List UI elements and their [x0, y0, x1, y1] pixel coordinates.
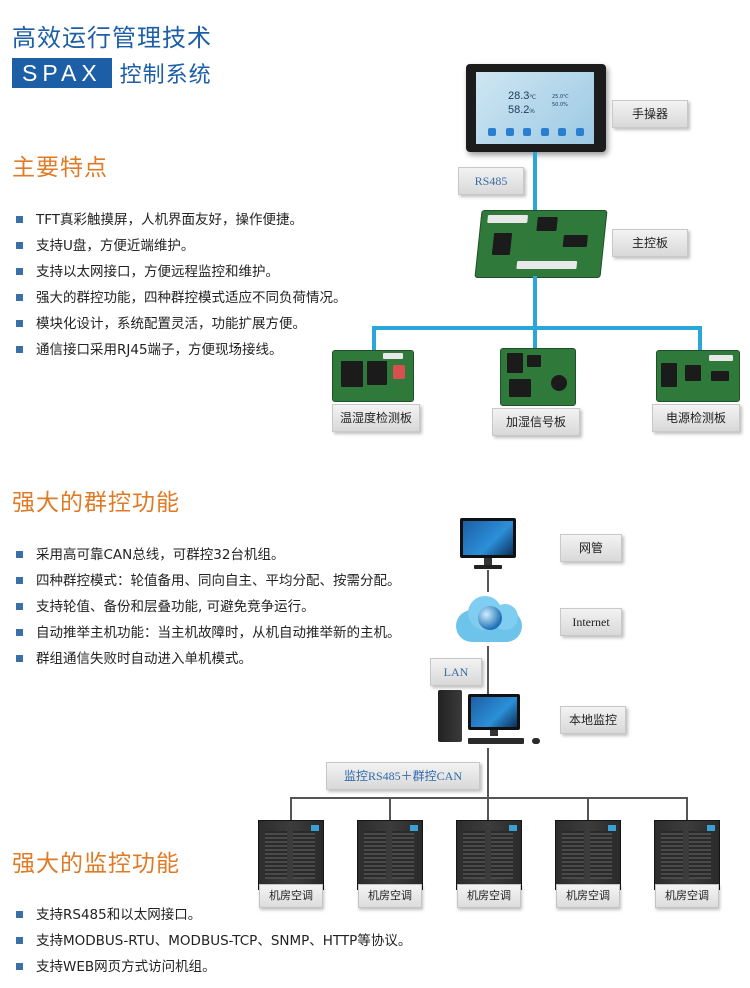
ac-unit-icon [357, 820, 423, 890]
product-subtitle: 控制系统 [119, 63, 212, 88]
group-control-list: 采用高可靠CAN总线，可群控32台机组。 四种群控模式：轮值备用、同向自主、平均… [12, 545, 401, 675]
list-item: 自动推举主机功能：当主机故障时，从机自动推举新的主机。 [12, 623, 401, 649]
hmi-app-icon [575, 128, 584, 136]
list-item: 支持以太网接口，方便远程监控和维护。 [12, 262, 347, 288]
hmi-app-icon [558, 128, 567, 136]
hmi-icon-row [488, 128, 584, 136]
ac-unit-icon [258, 820, 324, 890]
bullet-square-icon [16, 268, 23, 275]
list-item: 支持RS485和以太网接口。 [12, 905, 411, 931]
bus-line [533, 276, 537, 328]
hmi-app-icon [488, 128, 496, 136]
list-item: 支持MODBUS-RTU、MODBUS-TCP、SNMP、HTTP等协议。 [12, 931, 411, 957]
internet-label: Internet [560, 608, 622, 636]
hmi-label: 手操器 [612, 100, 688, 128]
bullet-square-icon [16, 294, 23, 301]
link-line [487, 748, 489, 798]
product-title: SPAX 控制系统 [12, 58, 212, 88]
sub-board-label: 电源检测板 [652, 404, 740, 432]
link-line [587, 797, 589, 821]
spax-badge: SPAX [12, 58, 112, 88]
ac-unit-label: 机房空调 [655, 884, 719, 908]
bullet-square-icon [16, 603, 23, 610]
trunk-line [290, 797, 688, 799]
bus-line [533, 152, 537, 212]
ac-unit-icon [654, 820, 720, 890]
main-board [474, 210, 608, 278]
list-item: 模块化设计，系统配置灵活，功能扩展方便。 [12, 314, 347, 340]
bullet-square-icon [16, 937, 23, 944]
ac-unit-label: 机房空调 [259, 884, 323, 908]
bullet-square-icon [16, 551, 23, 558]
hmi-app-icon [540, 128, 549, 136]
list-item: 四种群控模式：轮值备用、同向自主、平均分配、按需分配。 [12, 571, 401, 597]
main-board-label: 主控板 [612, 229, 688, 257]
section-title-features: 主要特点 [12, 155, 108, 181]
link-line [487, 646, 489, 694]
hmi-setpoint-temp: 25.0℃ [552, 94, 569, 100]
temp-humidity-board [332, 350, 414, 402]
monitoring-list: 支持RS485和以太网接口。 支持MODBUS-RTU、MODBUS-TCP、S… [12, 905, 411, 983]
list-item: 通信接口采用RJ45端子，方便现场接线。 [12, 340, 347, 366]
ac-unit-label: 机房空调 [457, 884, 521, 908]
page-title: 高效运行管理技术 [12, 24, 212, 52]
sub-board-label: 温湿度检测板 [332, 404, 420, 432]
ac-unit-label: 机房空调 [556, 884, 620, 908]
list-item: 支持轮值、备份和层叠功能, 可避免竞争运行。 [12, 597, 401, 623]
bus-line [372, 326, 376, 352]
hmi-app-icon [523, 128, 532, 136]
ac-unit-icon [555, 820, 621, 890]
link-line [487, 797, 489, 821]
list-item: 采用高可靠CAN总线，可群控32台机组。 [12, 545, 401, 571]
bus-label: 监控RS485＋群控CAN [326, 762, 480, 790]
hmi-device: 28.3℃ 58.2% 25.0℃ 50.0% [466, 64, 606, 152]
local-monitor-label: 本地监控 [560, 706, 626, 734]
bus-line [698, 326, 702, 352]
rs485-label: RS485 [458, 167, 524, 195]
ac-unit-icon [456, 820, 522, 890]
hmi-app-icon [505, 128, 514, 136]
link-line [487, 570, 489, 592]
list-item: 支持U盘，方便近端维护。 [12, 236, 347, 262]
bullet-square-icon [16, 577, 23, 584]
list-item: 强大的群控功能，四种群控模式适应不同负荷情况。 [12, 288, 347, 314]
bullet-square-icon [16, 320, 23, 327]
internet-cloud-icon [448, 590, 530, 646]
hmi-setpoint-humidity: 50.0% [552, 102, 568, 108]
sub-board-label: 加湿信号板 [492, 408, 580, 436]
nms-label: 网管 [560, 534, 622, 562]
lan-label: LAN [430, 658, 482, 686]
features-list: TFT真彩触摸屏，人机界面友好，操作便捷。 支持U盘，方便近端维护。 支持以太网… [12, 210, 347, 366]
bullet-square-icon [16, 963, 23, 970]
hmi-screen: 28.3℃ 58.2% 25.0℃ 50.0% [476, 72, 594, 144]
bus-line [533, 326, 537, 352]
hmi-temp: 28.3℃ [508, 90, 537, 102]
bus-line [372, 326, 702, 330]
list-item: TFT真彩触摸屏，人机界面友好，操作便捷。 [12, 210, 347, 236]
link-line [686, 797, 688, 821]
humidify-signal-board [500, 348, 576, 406]
bullet-square-icon [16, 242, 23, 249]
link-line [290, 797, 292, 821]
local-pc-icon [438, 690, 548, 748]
list-item: 群组通信失败时自动进入单机模式。 [12, 649, 401, 675]
section-title-monitoring: 强大的监控功能 [12, 851, 180, 877]
bullet-square-icon [16, 216, 23, 223]
power-detect-board [656, 350, 740, 402]
link-line [389, 797, 391, 821]
ac-unit-label: 机房空调 [358, 884, 422, 908]
nms-monitor-icon [460, 518, 516, 570]
bullet-square-icon [16, 346, 23, 353]
list-item: 支持WEB网页方式访问机组。 [12, 957, 411, 983]
bullet-square-icon [16, 911, 23, 918]
hmi-humidity: 58.2% [508, 104, 535, 116]
bullet-square-icon [16, 629, 23, 636]
section-title-group-control: 强大的群控功能 [12, 490, 180, 516]
bullet-square-icon [16, 655, 23, 662]
